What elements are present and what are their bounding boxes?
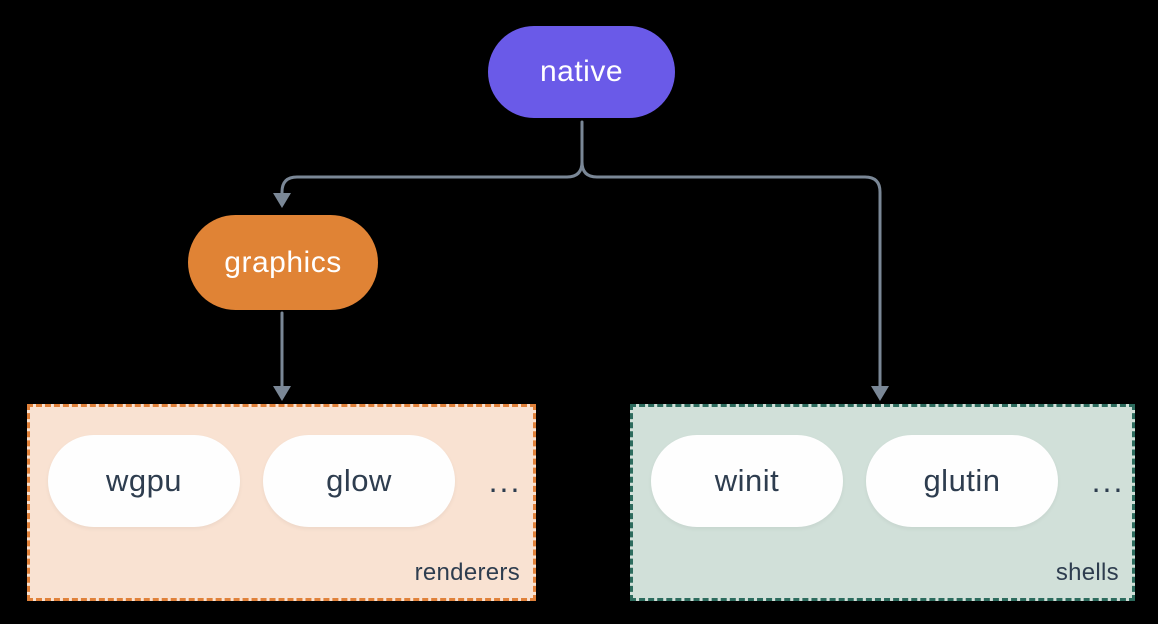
node-native-label: native — [539, 55, 624, 88]
group-shells-label: shells — [1055, 559, 1119, 586]
node-winit: winit — [651, 435, 843, 527]
group-renderers: wgpu glow ... renderers — [27, 404, 536, 601]
connector-native-to-graphics — [280, 160, 584, 197]
arrowhead-to-graphics — [273, 193, 291, 208]
group-shells: winit glutin ... shells — [630, 404, 1135, 601]
node-wgpu: wgpu — [48, 435, 240, 527]
node-graphics-label: graphics — [224, 245, 342, 279]
group-renderers-label: renderers — [414, 559, 520, 586]
node-glow: glow — [263, 435, 455, 527]
node-glutin: glutin — [866, 435, 1058, 527]
connector-native-to-shells — [580, 160, 882, 390]
shells-ellipsis: ... — [1091, 462, 1125, 499]
node-graphics: graphics — [188, 215, 378, 310]
arrowhead-to-renderers — [273, 386, 291, 401]
node-wgpu-label: wgpu — [105, 463, 183, 498]
node-winit-label: winit — [714, 463, 780, 498]
node-glutin-label: glutin — [923, 463, 1001, 498]
node-glow-label: glow — [326, 463, 392, 498]
arrowhead-to-shells — [871, 386, 889, 401]
node-native: native — [488, 26, 675, 118]
renderers-ellipsis: ... — [488, 462, 522, 499]
